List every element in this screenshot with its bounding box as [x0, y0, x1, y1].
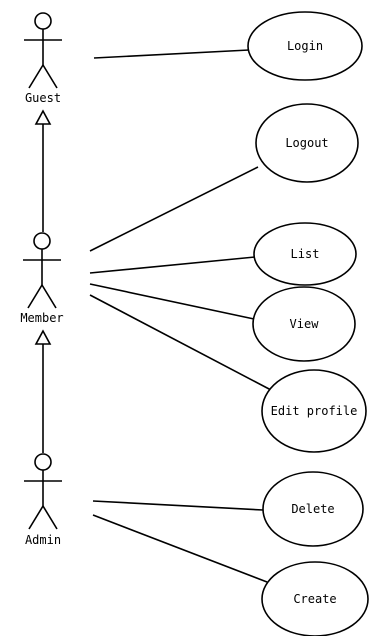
associations: [89, 49, 272, 583]
use-case-login: Login: [247, 11, 363, 81]
actor-guest-label: Guest: [25, 91, 61, 105]
actor-guest-head: [34, 12, 52, 30]
association-admin-delete: [92, 500, 264, 511]
generalization-arrowhead-member: [34, 329, 52, 345]
use-case-logout-ellipse: [255, 103, 359, 183]
actor-admin-left-leg: [28, 505, 44, 530]
use-case-create: Create: [261, 561, 369, 636]
actor-admin-head: [34, 453, 52, 471]
use-case-logout-label: Logout: [285, 136, 328, 150]
actor-guest: Guest: [24, 12, 62, 105]
use-case-create-ellipse: [261, 561, 369, 636]
actor-member: Member: [20, 232, 64, 325]
generalization-arrowhead-guest: [34, 109, 52, 125]
use-case-view: View: [252, 286, 356, 362]
actor-member-head: [33, 232, 51, 250]
use-case-delete-ellipse: [262, 471, 364, 547]
generalization-admin-to-member: [34, 329, 52, 453]
actor-admin-label: Admin: [25, 533, 61, 547]
association-guest-login: [93, 49, 250, 59]
actor-member-label: Member: [20, 311, 63, 325]
use-case-view-label: View: [290, 317, 320, 331]
actor-guest-left-leg: [28, 64, 44, 89]
actor-admin-right-leg: [42, 505, 58, 530]
generalization-member-to-guest: [34, 109, 52, 232]
use-case-list-label: List: [291, 247, 320, 261]
association-admin-create: [92, 514, 268, 583]
use-case-login-label: Login: [287, 39, 323, 53]
use-case-view-ellipse: [252, 286, 356, 362]
use-case-delete: Delete: [262, 471, 364, 547]
use-case-create-label: Create: [293, 592, 336, 606]
use-case-login-ellipse: [247, 11, 363, 81]
association-member-logout: [89, 166, 259, 252]
actor-guest-right-leg: [42, 64, 58, 89]
actor-admin: Admin: [24, 453, 62, 547]
use-case-delete-label: Delete: [291, 502, 334, 516]
use-case-list-ellipse: [253, 222, 357, 286]
use-case-edit-profile-ellipse: [261, 369, 367, 453]
association-member-view: [89, 283, 255, 320]
use-case-edit-profile-label: Edit profile: [271, 404, 358, 418]
use-case-logout: Logout: [255, 103, 359, 183]
actor-member-left-leg: [27, 284, 43, 309]
association-member-edit-profile: [89, 294, 272, 391]
use-case-edit-profile: Edit profile: [261, 369, 367, 453]
association-member-list: [89, 256, 256, 274]
actor-member-right-leg: [41, 284, 57, 309]
use-case-list: List: [253, 222, 357, 286]
